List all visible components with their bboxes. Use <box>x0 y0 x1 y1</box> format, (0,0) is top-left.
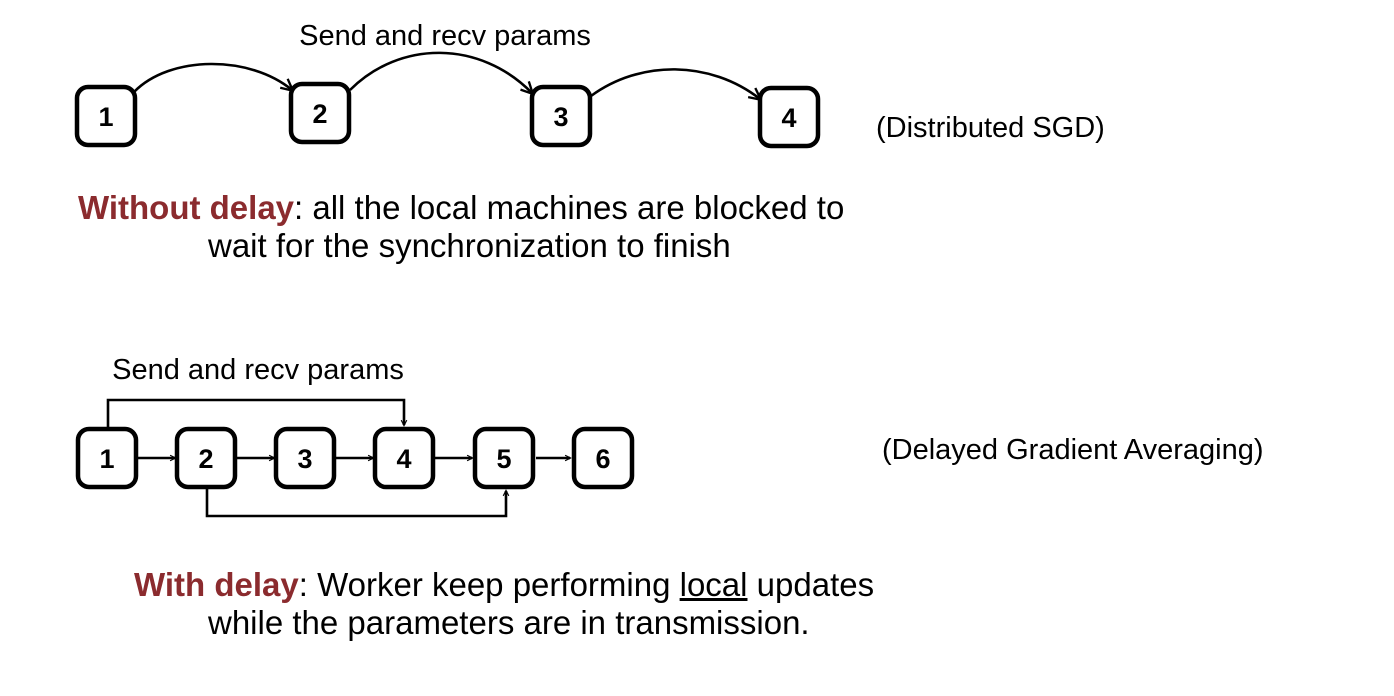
top-description-line2: wait for the synchronization to finish <box>208 227 731 264</box>
top-node-1-label: 1 <box>98 102 113 132</box>
bottom-node-2: 2 <box>174 426 238 490</box>
bottom-description-line2: while the parameters are in transmission… <box>208 604 810 641</box>
bottom-node-6-label: 6 <box>595 444 610 474</box>
bottom-edge-2-5-bracket <box>205 488 506 518</box>
bottom-annotation: Send and recv params <box>112 354 404 386</box>
top-diagram-label: (Distributed SGD) <box>876 112 1105 144</box>
bottom-node-5: 5 <box>472 426 536 490</box>
top-description: Without delay: all the local machines ar… <box>78 189 844 265</box>
top-edge-3-4 <box>590 68 760 99</box>
bottom-node-1-label: 1 <box>99 444 114 474</box>
bottom-node-3: 3 <box>273 426 337 490</box>
top-node-4: 4 <box>757 85 821 149</box>
top-description-line1-text: : all the local machines are blocked to <box>294 189 845 226</box>
bottom-description-keyword: With delay <box>134 566 299 603</box>
bottom-node-1: 1 <box>75 426 139 490</box>
bottom-description-line1-pre: : Worker keep performing <box>298 566 680 603</box>
bottom-description-line1-post: updates <box>747 566 875 603</box>
top-annotation: Send and recv params <box>299 20 591 52</box>
bottom-edge-1-4-bracket <box>106 398 404 429</box>
bottom-node-6: 6 <box>571 426 635 490</box>
top-edge-2-3 <box>349 51 532 93</box>
top-description-line1: Without delay: all the local machines ar… <box>78 189 844 227</box>
top-node-3: 3 <box>529 84 593 148</box>
top-node-3-label: 3 <box>553 102 568 132</box>
bottom-node-5-label: 5 <box>496 444 511 474</box>
bottom-node-4-label: 4 <box>396 444 411 474</box>
top-description-keyword: Without delay <box>78 189 295 226</box>
bottom-description-line1: With delay: Worker keep performing local… <box>134 566 874 604</box>
top-node-2: 2 <box>288 81 352 145</box>
top-node-2-label: 2 <box>312 99 327 129</box>
top-node-4-label: 4 <box>781 103 796 133</box>
top-edge-1-2 <box>133 62 292 93</box>
bottom-node-4: 4 <box>372 426 436 490</box>
bottom-description: With delay: Worker keep performing local… <box>134 566 874 642</box>
top-node-1: 1 <box>74 84 138 148</box>
bottom-node-2-label: 2 <box>198 444 213 474</box>
bottom-diagram-label: (Delayed Gradient Averaging) <box>882 434 1264 466</box>
bottom-description-underlined-word: local <box>679 566 748 603</box>
bottom-node-3-label: 3 <box>297 444 312 474</box>
